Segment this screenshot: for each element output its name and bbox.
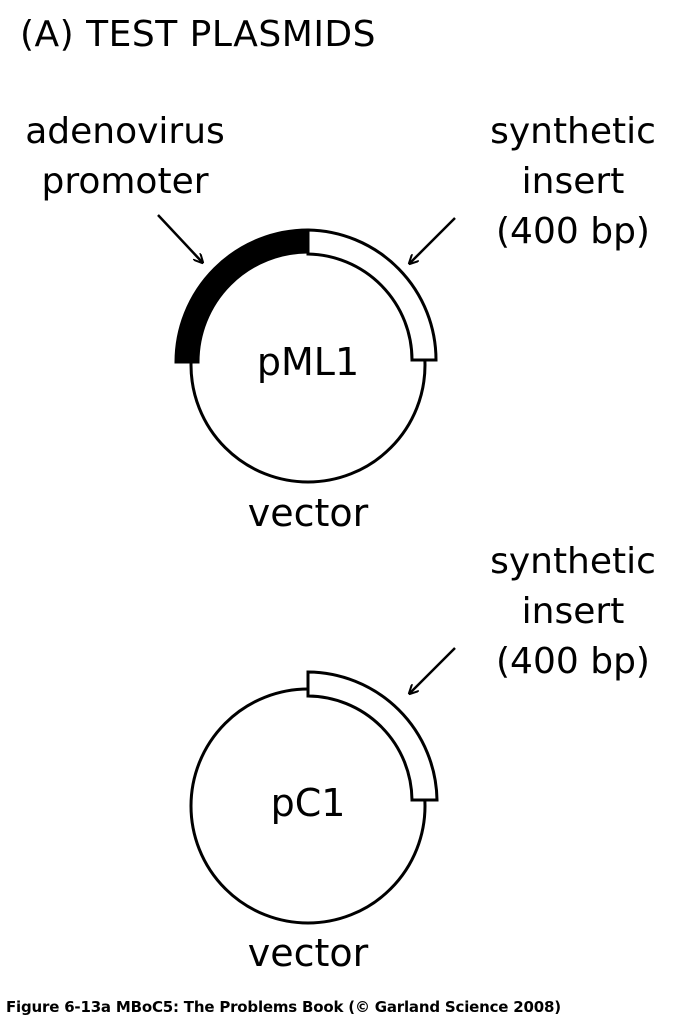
panel-title: (A) TEST PLASMIDS <box>20 14 377 55</box>
pc1-insert-label-line-3: (400 bp) <box>496 641 650 682</box>
pc1-insert-label-line-2: insert <box>521 591 625 632</box>
pc1-name: pC1 <box>270 781 346 825</box>
promoter-label-line-1: adenovirus <box>25 111 225 152</box>
promoter-label: adenovirus promoter <box>12 107 238 207</box>
pml1-vector-label: vector <box>247 491 369 535</box>
pc1-insert-segment <box>306 670 439 802</box>
pc1-insert-arrow <box>410 647 456 693</box>
pml1-insert-label-line-2: insert <box>521 161 625 202</box>
pml1-name: pML1 <box>256 340 360 384</box>
plasmid-pml1 <box>157 214 456 484</box>
pml1-insert-label-line-1: synthetic <box>490 111 656 152</box>
pml1-insert-arrow <box>410 217 456 263</box>
figure-caption: Figure 6-13a MBoC5: The Problems Book (©… <box>6 998 561 1016</box>
pc1-insert-label-line-1: synthetic <box>490 541 656 582</box>
pml1-insert-segment <box>306 228 438 362</box>
promoter-label-line-2: promoter <box>41 161 209 202</box>
promoter-arrow <box>157 214 202 262</box>
pc1-insert-label: synthetic insert (400 bp) <box>478 537 668 687</box>
pc1-vector-label: vector <box>247 931 369 975</box>
pml1-insert-label-line-3: (400 bp) <box>496 211 650 252</box>
pml1-insert-label: synthetic insert (400 bp) <box>478 107 668 257</box>
plasmid-pc1 <box>189 647 456 925</box>
